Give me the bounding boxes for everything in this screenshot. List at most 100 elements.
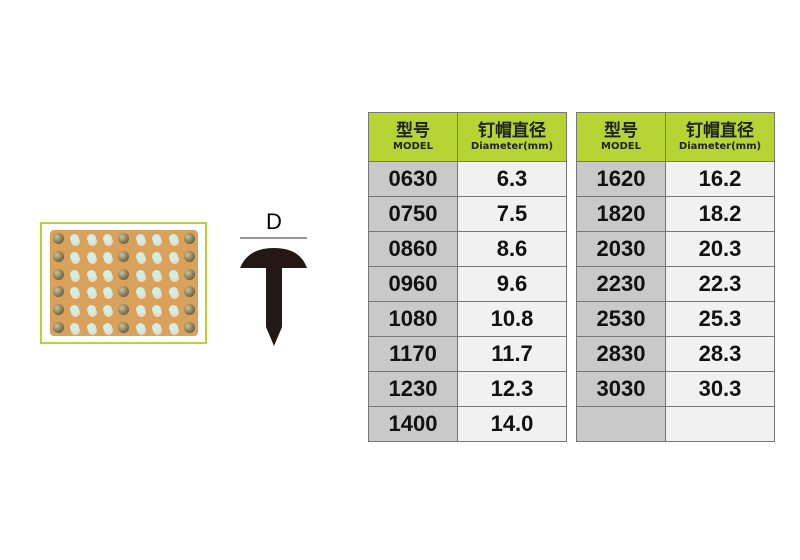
plastic-peg <box>86 287 96 297</box>
diameter-header-en: Diameter(mm) <box>470 141 554 152</box>
plastic-peg <box>70 322 80 332</box>
diameter-cell: 12.3 <box>457 371 567 407</box>
plastic-peg <box>70 251 80 261</box>
model-cell: 0630 <box>368 161 458 197</box>
diameter-cell: 18.2 <box>665 196 775 232</box>
plastic-peg <box>86 251 96 261</box>
model-cell: 0860 <box>368 231 458 267</box>
plastic-peg <box>103 322 113 332</box>
model-cell: 1400 <box>368 406 458 442</box>
diameter-cell: 20.3 <box>665 231 775 267</box>
table-row <box>576 406 775 442</box>
plastic-peg <box>168 304 178 314</box>
diameter-cell: 14.0 <box>457 406 567 442</box>
model-cell: 2030 <box>576 231 666 267</box>
plastic-peg <box>135 322 145 332</box>
model-cell: 0960 <box>368 266 458 302</box>
plastic-peg <box>152 251 162 261</box>
model-cell: 1170 <box>368 336 458 372</box>
plastic-peg <box>135 287 145 297</box>
plastic-peg <box>168 287 178 297</box>
plastic-peg <box>168 322 178 332</box>
plastic-peg <box>103 287 113 297</box>
plastic-peg <box>152 304 162 314</box>
plastic-peg <box>86 304 96 314</box>
plastic-peg <box>168 269 178 279</box>
plastic-peg <box>70 234 80 244</box>
diameter-cell: 28.3 <box>665 336 775 372</box>
plastic-peg <box>86 269 96 279</box>
model-cell: 2230 <box>576 266 666 302</box>
model-cell: 2830 <box>576 336 666 372</box>
plastic-peg <box>152 269 162 279</box>
model-cell: 3030 <box>576 371 666 407</box>
nail-head <box>240 248 307 268</box>
diameter-cell: 6.3 <box>457 161 567 197</box>
model-cell: 1230 <box>368 371 458 407</box>
brass-nail <box>52 303 64 315</box>
plastic-peg <box>86 322 96 332</box>
brass-nail <box>184 233 196 245</box>
plastic-peg <box>103 304 113 314</box>
model-cell: 1080 <box>368 301 458 337</box>
diameter-cell <box>665 406 775 442</box>
diameter-cell: 9.6 <box>457 266 567 302</box>
brass-nail <box>184 321 196 333</box>
diameter-cell: 16.2 <box>665 161 775 197</box>
product-photo <box>40 222 207 344</box>
diameter-header-cn: 钉帽直径 <box>686 121 754 141</box>
brass-nail <box>52 233 64 245</box>
plastic-peg <box>135 269 145 279</box>
plastic-peg <box>86 234 96 244</box>
plastic-peg <box>70 287 80 297</box>
brass-nail <box>118 268 130 280</box>
brass-nail <box>118 233 130 245</box>
diameter-cell: 25.3 <box>665 301 775 337</box>
model-header-cn: 型号 <box>604 121 638 141</box>
brass-nail <box>118 286 130 298</box>
diameter-header-cn: 钉帽直径 <box>478 121 546 141</box>
plastic-peg <box>103 251 113 261</box>
diameter-cell: 10.8 <box>457 301 567 337</box>
brass-nail <box>184 268 196 280</box>
brass-nail <box>52 286 64 298</box>
model-header-en: MODEL <box>393 141 433 152</box>
plastic-peg <box>152 322 162 332</box>
model-header-en: MODEL <box>601 141 641 152</box>
brass-nail <box>118 250 130 262</box>
diameter-cell: 22.3 <box>665 266 775 302</box>
brass-nail <box>52 268 64 280</box>
brass-nail <box>52 250 64 262</box>
plastic-peg <box>70 304 80 314</box>
nail-diagram: D <box>240 209 307 346</box>
brass-nail <box>184 303 196 315</box>
diameter-cell: 11.7 <box>457 336 567 372</box>
plastic-peg <box>168 251 178 261</box>
model-cell: 1820 <box>576 196 666 232</box>
nail-shaft <box>266 267 282 346</box>
brass-nail <box>52 321 64 333</box>
brass-nail <box>184 286 196 298</box>
diameter-cell: 8.6 <box>457 231 567 267</box>
model-header-cn: 型号 <box>396 121 430 141</box>
plastic-peg <box>135 251 145 261</box>
brass-nail <box>118 303 130 315</box>
